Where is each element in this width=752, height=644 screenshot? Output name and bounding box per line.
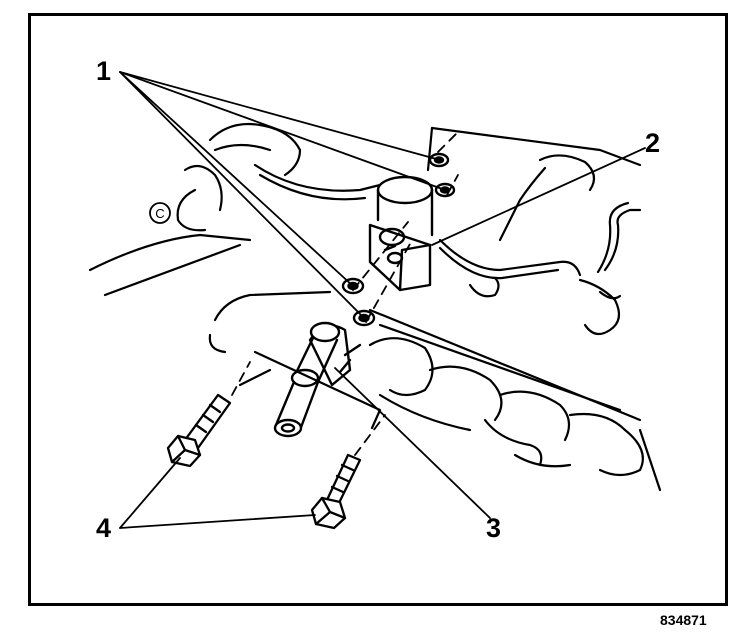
side-mark: C (155, 206, 164, 221)
nut-washers (341, 152, 456, 327)
injector-fitting (273, 321, 362, 438)
regulator-bracket (368, 175, 434, 292)
side-mark-circle (149, 202, 171, 224)
fuel-line (438, 201, 642, 336)
figure-id: 834871 (660, 612, 707, 628)
alignment-lines (231, 129, 461, 456)
figure-frame (28, 13, 728, 606)
callout-2: 2 (645, 128, 661, 158)
callout-1: 1 (96, 56, 112, 86)
intake-runners (208, 290, 662, 492)
mounting-plate (238, 350, 382, 430)
callout-4: 4 (96, 513, 112, 543)
leader-lines (119, 71, 646, 529)
callout-3: 3 (486, 513, 502, 543)
bolts (166, 393, 362, 530)
engine-block (88, 122, 642, 297)
